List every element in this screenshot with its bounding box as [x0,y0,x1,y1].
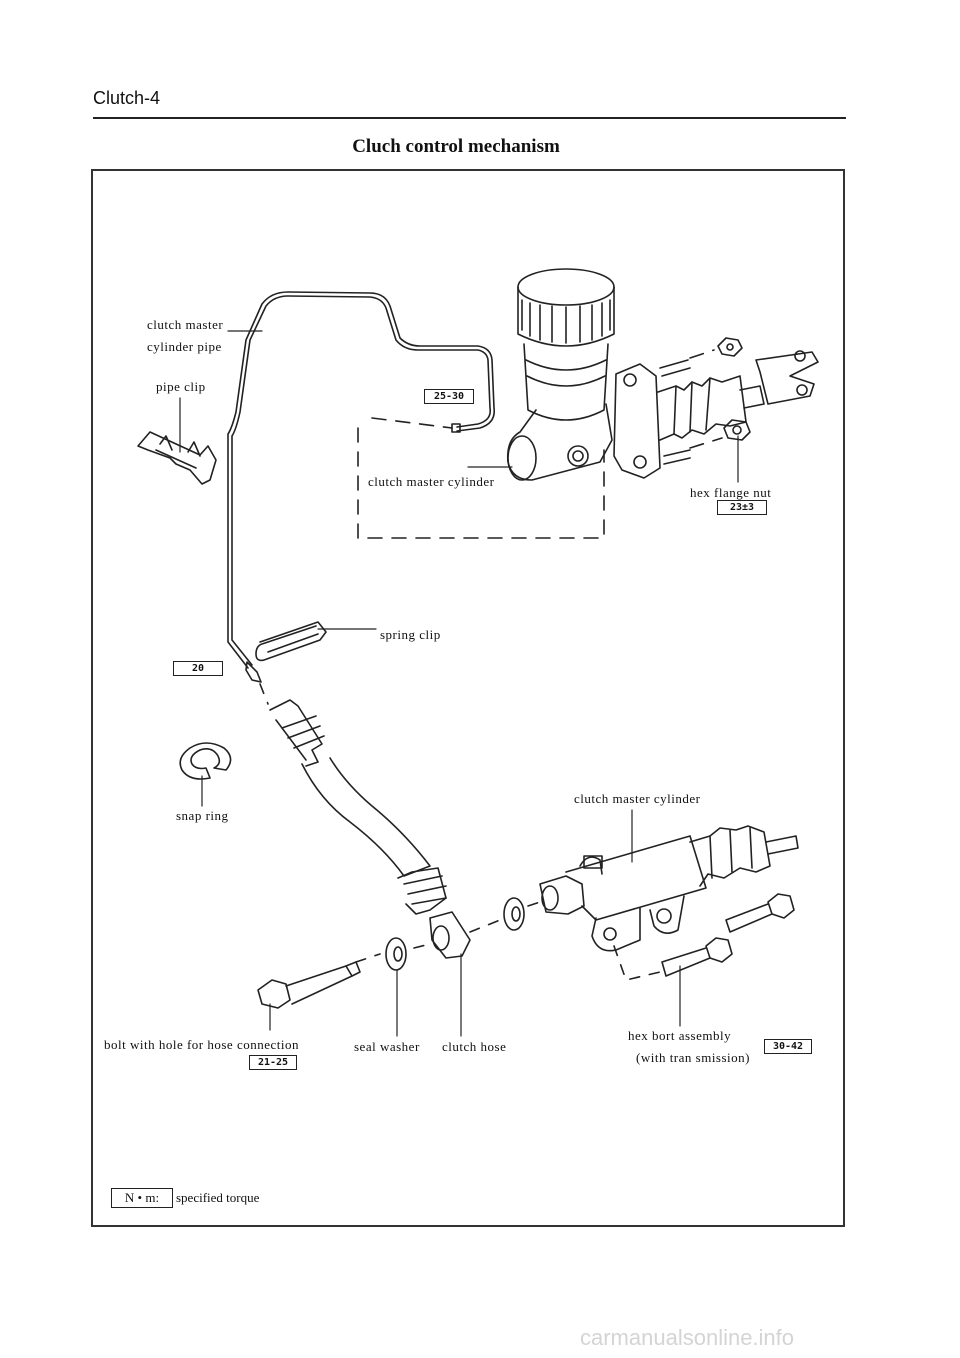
master-cylinder-top-part [506,268,819,481]
legend-unit-box: N • m: [111,1188,173,1208]
seal-washer-part [385,897,525,971]
slave-cylinder-part [539,825,799,977]
watermark: carmanualsonline.info [580,1325,795,1350]
alignment-dashed-lines [259,683,661,981]
label-spring-clip: spring clip [380,627,441,642]
master-cylinder-pipe [227,291,496,683]
page-label: Clutch-4 [93,88,161,108]
label-hex-bolt-assembly: hex bort assembly [628,1028,732,1043]
torque-box-bolt-hose: 21-25 [249,1055,297,1070]
label-clutch-master-cylinder-pipe-line1: clutch master [147,317,224,332]
label-clutch-master-cylinder-pipe-line2: cylinder pipe [147,339,222,354]
label-seal-washer: seal washer [354,1039,420,1054]
leader-lines [179,330,739,1037]
snap-ring-part [179,742,232,780]
hose-bolt-part [257,961,361,1009]
torque-box-pipe-fitting: 25-30 [424,389,474,404]
torque-box-hose-fitting: 20 [173,661,223,676]
label-pipe-clip: pipe clip [156,379,206,394]
assembly-dashed-outline [357,349,723,539]
diagram-frame [91,169,845,1227]
header-rule [93,117,846,119]
spring-clip-part [255,621,327,662]
label-clutch-hose: clutch hose [442,1039,507,1054]
label-clutch-master-cylinder-top: clutch master cylinder [368,474,495,489]
pipe-clip-part [137,431,217,485]
label-clutch-master-cylinder-bottom: clutch master cylinder [574,791,701,806]
clutch-hose-part [269,699,471,959]
label-with-transmission: (with tran smission) [636,1050,750,1065]
legend-description: specified torque [176,1190,260,1205]
label-hex-flange-nut: hex flange nut [690,485,772,500]
torque-box-hex-flange-nut: 23±3 [717,500,767,515]
torque-box-hex-bolt: 30-42 [764,1039,812,1054]
label-bolt-with-hole: bolt with hole for hose connection [104,1037,299,1052]
diagram-title: Cluch control mechanism [352,136,560,157]
label-snap-ring: snap ring [176,808,229,823]
